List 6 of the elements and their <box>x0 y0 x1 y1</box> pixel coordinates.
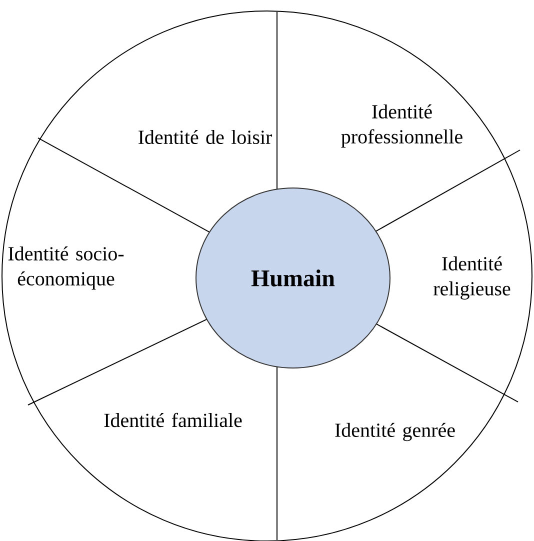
sector-label: Identité professionnelle <box>341 104 462 148</box>
sector-label: Identité genrée <box>335 422 455 442</box>
sector-label: Identité religieuse <box>434 256 510 300</box>
sector-label: Identité familiale <box>104 412 242 428</box>
sector-label: Identité de loisir <box>138 130 272 144</box>
sector-label: Identité socio-économique <box>8 246 124 290</box>
